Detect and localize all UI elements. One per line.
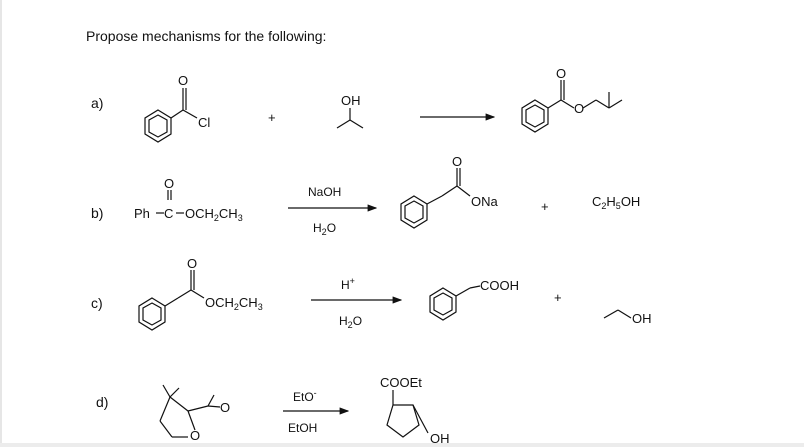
- b-ethoxy-label: OCH2CH3: [185, 206, 243, 223]
- a-product-o-ch: [582, 99, 597, 109]
- c-ethanol-c2: [617, 309, 632, 319]
- d-lactone-ring-o: O: [190, 428, 200, 443]
- c-bond-ring-ch2: [164, 297, 179, 307]
- label-d: d): [96, 394, 109, 410]
- a-chloride-label: Cl: [198, 115, 210, 130]
- a-product-ch-me1: [595, 99, 610, 109]
- a-plus-sign: +: [268, 110, 276, 125]
- d-lactone-carbonyl-o: O: [220, 400, 230, 415]
- d-product-cooet: COOEt: [380, 375, 422, 390]
- d-condition-ethanol: EtOH: [288, 421, 317, 435]
- a-carbonyl-o: O: [178, 73, 188, 88]
- a-benzene-ring: [144, 109, 172, 143]
- a-ipa-me1: [336, 119, 351, 129]
- a-product-ch-me2: [608, 99, 623, 109]
- b-condition-naoh: NaOH: [308, 185, 341, 199]
- b-carbon-label: C: [164, 206, 173, 221]
- d-product-oh: OH: [430, 431, 450, 446]
- c-carbonyl-o: O: [187, 256, 197, 271]
- frame-bottom-edge: [0, 443, 804, 447]
- b-plus-sign: +: [541, 199, 549, 214]
- b-product-c-c: [441, 185, 458, 197]
- d-bicyclic-lactone: [159, 384, 221, 438]
- a-bond-ring-carbonyl: [170, 109, 184, 119]
- a-ipa-me2: [349, 119, 364, 129]
- a-bond-c-cl: [182, 109, 198, 119]
- b-product-benzene-ring: [400, 195, 428, 229]
- b-product-ona: ONa: [471, 194, 499, 209]
- label-a: a): [91, 95, 104, 111]
- label-b: b): [91, 205, 104, 221]
- c-bond-ch2-c: [177, 289, 192, 299]
- question-heading: Propose mechanisms for the following:: [86, 28, 327, 44]
- d-product-bond-oh: [412, 404, 429, 434]
- b-ethanol-formula: C2H5OH: [592, 194, 640, 211]
- c-ethoxy-label: OCH2CH3: [205, 295, 263, 312]
- d-condition-ethoxide: EtO-: [293, 388, 317, 404]
- c-condition-water: H2O: [339, 314, 362, 330]
- d-product-cyclopentane: [386, 404, 420, 438]
- c-benzene-ring: [138, 297, 166, 331]
- frame-left-edge: [0, 0, 2, 447]
- c-condition-acid: H+: [341, 276, 355, 292]
- c-product-ch2-cooh: [469, 285, 481, 289]
- a-product-benzene-ring: [521, 99, 549, 133]
- a-product-ester-o: O: [574, 101, 584, 116]
- a-product-c-o: [560, 99, 575, 109]
- a-product-carbonyl-o: O: [556, 66, 566, 81]
- b-carbonyl-o: O: [164, 176, 174, 191]
- c-product-cooh: COOH: [480, 278, 519, 293]
- a-alcohol-oh: OH: [341, 93, 361, 108]
- c-bond-c-o: [190, 289, 205, 299]
- b-product-c-ona: [456, 185, 471, 197]
- c-product-ring-ch2: [455, 287, 471, 297]
- b-ph-label: Ph: [134, 206, 150, 221]
- b-product-carbonyl-o: O: [452, 154, 462, 169]
- a-product-ring-carbonyl: [547, 99, 562, 109]
- c-plus-sign: +: [554, 290, 562, 305]
- b-product-ring-carbonyl: [426, 195, 443, 205]
- b-condition-water: H2O: [313, 221, 336, 237]
- c-ethanol-oh: OH: [632, 311, 652, 326]
- c-product-benzene-ring: [429, 287, 457, 321]
- c-ethanol-c1: [603, 309, 619, 319]
- label-c: c): [91, 295, 103, 311]
